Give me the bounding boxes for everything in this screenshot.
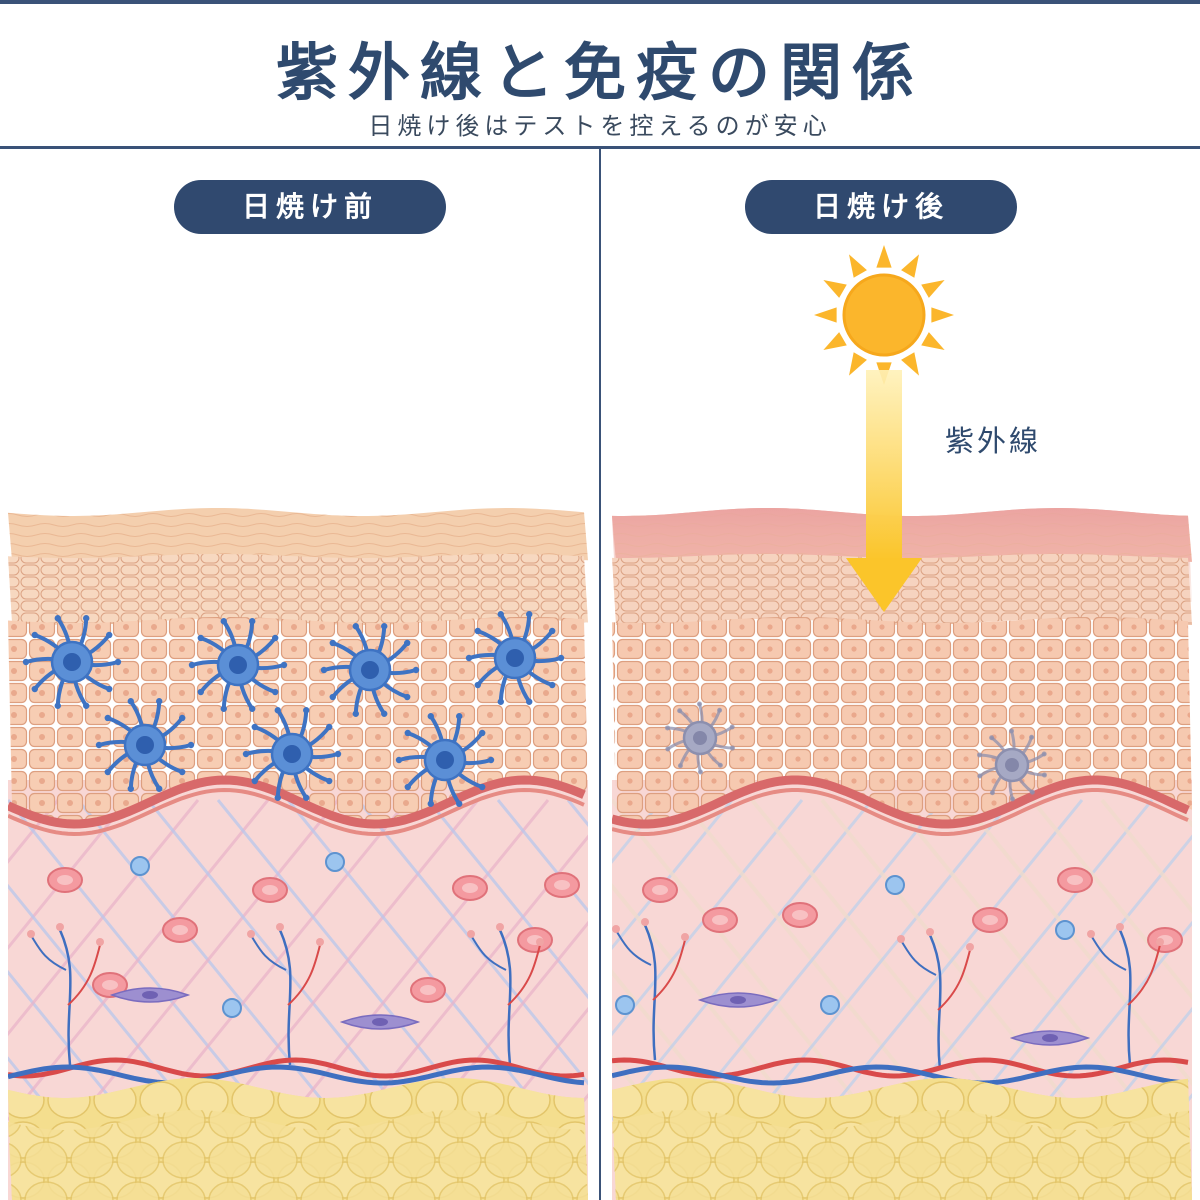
uv-arrow-icon (846, 370, 922, 612)
basement-membrane (612, 775, 1190, 829)
white-blood-cell (325, 852, 345, 872)
white-blood-cell (222, 998, 242, 1018)
blood-vessel-icon (897, 928, 974, 1071)
langerhans-cell-icon (188, 618, 288, 712)
langerhans-cell-icon (665, 701, 735, 775)
artery (612, 1057, 1189, 1079)
langerhans-cell-icon (242, 707, 342, 801)
langerhans-cell-icon (320, 623, 420, 717)
artery (8, 1057, 585, 1079)
white-blood-cell (130, 856, 150, 876)
page-title: 紫外線と免疫の関係 (275, 36, 924, 109)
white-blood-cell (820, 995, 840, 1015)
langerhans-cell-icon (977, 728, 1047, 802)
before-sunburn-label: 日焼け前 (174, 180, 446, 234)
sun-icon (814, 245, 954, 385)
blood-vessel-icon (1087, 923, 1164, 1066)
skin-section-after (612, 508, 1192, 1200)
blood-vessel-icon (247, 923, 324, 1066)
langerhans-cell-icon (465, 611, 565, 705)
after-sunburn-label: 日焼け後 (745, 180, 1017, 234)
langerhans-cell-icon (395, 713, 495, 807)
vein (8, 1064, 585, 1086)
header-bottom-rule (0, 146, 1200, 149)
white-blood-cell (1055, 920, 1075, 940)
panel-divider (599, 149, 601, 1200)
white-blood-cell (885, 875, 905, 895)
white-blood-cell (615, 995, 635, 1015)
blood-vessel-icon (467, 923, 544, 1066)
vein (612, 1064, 1189, 1086)
uv-label: 紫外線 (945, 424, 1042, 458)
header: 紫外線と免疫の関係 日焼け後はテストを控えるのが安心 (0, 0, 1200, 149)
langerhans-cell-icon (95, 698, 195, 792)
skin-section-before (8, 508, 588, 1200)
page-subtitle: 日焼け後はテストを控えるのが安心 (368, 112, 832, 140)
blood-vessel-icon (612, 918, 689, 1061)
basement-membrane (8, 775, 586, 829)
epidermis (612, 617, 1192, 822)
header-top-rule (0, 0, 1200, 4)
langerhans-cell-icon (22, 615, 122, 709)
blood-vessel-icon (27, 923, 104, 1066)
